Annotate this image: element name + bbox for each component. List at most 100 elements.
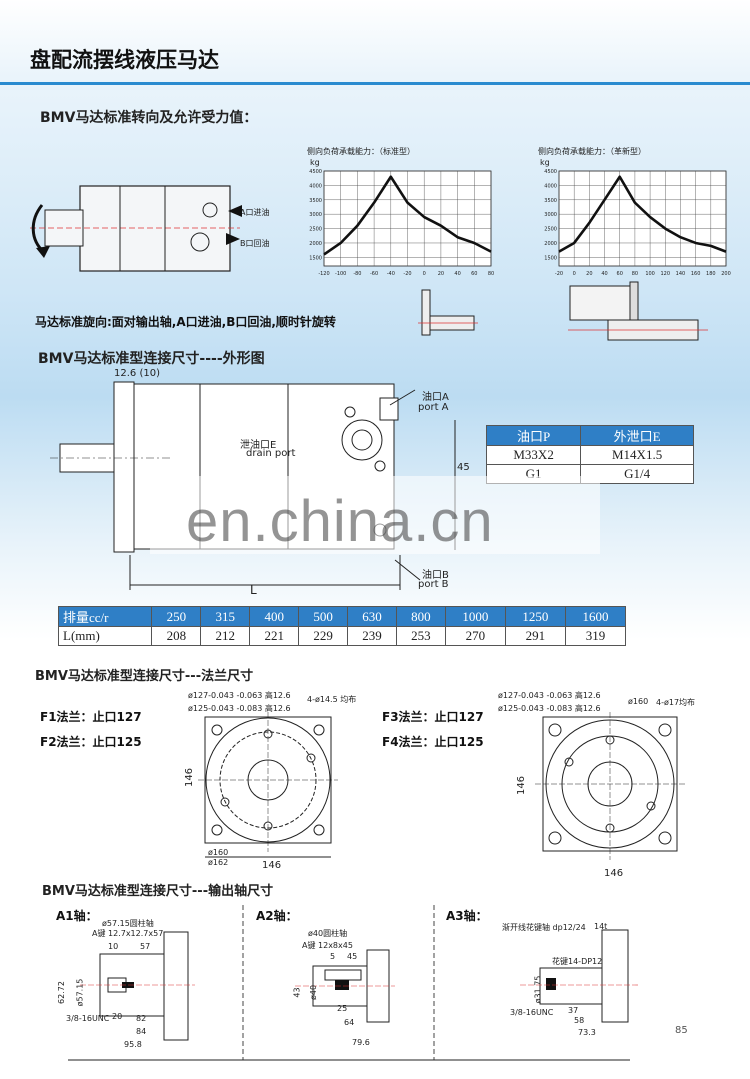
displacement-table: 排量cc/r 250 315 400 500 630 800 1000 1250… [57, 606, 627, 646]
flange-f1-f2-drawing [198, 712, 338, 858]
x-tick-label: -100 [335, 271, 346, 277]
x-tick-label: 60 [617, 271, 623, 277]
flange1-d160: ø160 [208, 848, 229, 857]
flange-f4: F4法兰：止口125 [382, 735, 484, 749]
disp-cell: 500 [298, 606, 349, 627]
section-shaft-title: BMV马达标准型连接尺寸---输出轴尺寸 [42, 884, 274, 899]
section-flange-title: BMV马达标准型连接尺寸---法兰尺寸 [35, 669, 254, 684]
x-tick-label: 0 [423, 271, 426, 277]
a1-dim-5715: ø57.15 [75, 978, 85, 1007]
ports-cell: M33X2 [485, 445, 582, 465]
port-a-en: port A [418, 402, 449, 413]
y-tick-label: 4000 [309, 183, 322, 189]
shaft-a3-drawing [520, 929, 640, 1023]
a1-dim-82: 82 [136, 1014, 147, 1023]
a3-spline: 渐开线花键轴 dp12/24 [502, 923, 586, 932]
x-tick-label: -40 [387, 271, 395, 277]
x-tick-label: 20 [438, 271, 444, 277]
shaft-sketch-2 [568, 281, 708, 341]
shaft-a2-label: A2轴： [256, 909, 298, 923]
x-tick-label: 200 [721, 271, 731, 277]
y-tick-label: 2000 [309, 241, 322, 247]
x-tick-label: -60 [370, 271, 378, 277]
disp-cell: 630 [347, 606, 397, 627]
flange2-holes: 4-ø17均布 [656, 698, 696, 707]
flange-f3-f4-drawing [535, 712, 685, 860]
y-tick-label: 1500 [544, 255, 557, 261]
length-cell: 229 [298, 626, 349, 646]
disp-cell: 800 [395, 606, 446, 627]
port-b-en: port B [418, 579, 449, 590]
length-cell: 208 [151, 626, 202, 646]
shaft-a2-drawing [295, 949, 395, 1023]
a2-dim-43: 43 [292, 987, 302, 998]
plot-area [558, 170, 727, 267]
flange1-w146: 146 [262, 860, 282, 871]
flange2-d160: ø160 [628, 697, 649, 706]
x-tick-label: 40 [454, 271, 460, 277]
x-tick-label: 120 [660, 271, 670, 277]
y-tick-label: 3500 [544, 198, 557, 204]
x-tick-label: 160 [691, 271, 701, 277]
a2-dim-45: 45 [347, 952, 358, 961]
port-arrows [226, 205, 242, 245]
x-tick-label: -120 [318, 271, 329, 277]
a3-dim-733: 73.3 [578, 1028, 596, 1037]
flange2-w146: 146 [604, 868, 624, 879]
a1-dim-57: 57 [140, 942, 151, 951]
length-cell: 270 [444, 626, 506, 646]
dim-top: 12.6 (10) [114, 368, 160, 379]
a1-key: A键 12.7x12.7x57 [92, 929, 164, 938]
a3-14t: 14t [594, 922, 608, 931]
a2-dim-25: 25 [337, 1004, 348, 1013]
a2-dim-5: 5 [330, 952, 336, 961]
ports-cell: M14X1.5 [580, 445, 694, 465]
y-tick-label: 4000 [544, 183, 557, 189]
flange1-holes: 4-ø14.5 均布 [307, 695, 357, 704]
a1-dim-20: 20 [112, 1012, 123, 1021]
a1-dim-958: 95.8 [124, 1040, 142, 1049]
ports-header-e: 外泄口E [580, 425, 694, 446]
a1-thread: 3/8-16UNC [66, 1014, 110, 1023]
chart1-unit: kg [310, 158, 320, 167]
dim-L: L [250, 583, 257, 597]
series-line [558, 175, 727, 253]
a3-dim-3175: ø31.75 [533, 975, 543, 1004]
rotation-note: 马达标准旋向:面对输出轴,A口进油,B口回油,顺时针旋转 [35, 315, 336, 329]
port-a-label: A口进油 [240, 208, 270, 217]
disp-cell: 1250 [504, 606, 566, 627]
y-tick-label: 2500 [309, 227, 322, 233]
shaft-sketch-1 [418, 289, 478, 336]
shaft-a1-drawing [80, 931, 195, 1041]
a1-dim-62: 62.72 [56, 981, 66, 1004]
disp-header-label: 排量cc/r [57, 606, 153, 627]
length-cell: 221 [249, 626, 300, 646]
length-cell: 212 [200, 626, 251, 646]
flange-f3: F3法兰：止口127 [382, 710, 484, 724]
motor-side-drawing [30, 185, 240, 272]
a2-key: A键 12x8x45 [302, 941, 353, 950]
dim-45: 45 [457, 462, 470, 473]
flange1-h146: 146 [184, 767, 196, 788]
flange1-d125: ø125-0.043 -0.083 高12.6 [188, 704, 291, 713]
x-tick-label: 80 [488, 271, 494, 277]
y-tick-label: 3000 [544, 212, 557, 218]
chart2-title: 侧向负荷承载能力：（革新型） [538, 147, 646, 156]
length-header-label: L(mm) [57, 626, 153, 646]
a3-thread: 3/8-16UNC [510, 1008, 554, 1017]
oil-port-b: 油口B [422, 570, 449, 581]
a1-diameter: ø57.15圆柱轴 [102, 919, 154, 928]
series-line [323, 175, 492, 256]
shaft-a3-label: A3轴： [446, 909, 488, 923]
flange1-d127: ø127-0.043 -0.063 高12.6 [188, 691, 291, 700]
page-title: 盘配流摆线液压马达 [30, 48, 219, 72]
title-bar [0, 30, 750, 85]
a3-dim-37: 37 [568, 1006, 579, 1015]
a2-diameter: ø40圆柱轴 [308, 929, 348, 938]
y-tick-label: 1500 [309, 255, 322, 261]
a1-dim-10: 10 [108, 942, 119, 951]
x-tick-label: 140 [676, 271, 686, 277]
flange2-h146: 146 [516, 775, 528, 796]
